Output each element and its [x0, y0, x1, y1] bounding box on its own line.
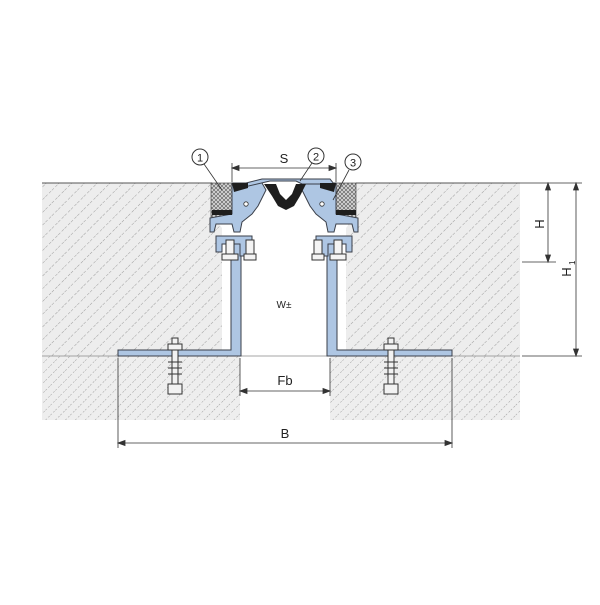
callout-3-number: 3: [350, 158, 356, 170]
dimension-h-label: H: [532, 219, 547, 228]
seal-strip-right: [336, 210, 356, 215]
dimension-s-label: S: [280, 151, 289, 166]
dimension-s: [230, 163, 338, 182]
rivet-left: [243, 201, 249, 207]
concrete-slab-left: [42, 183, 222, 356]
dimension-h: [520, 181, 556, 264]
frame-profile-left: [209, 182, 267, 233]
dimension-fb: [238, 358, 332, 396]
dimension-b: [116, 358, 454, 448]
seal-edge-right: [320, 183, 336, 192]
anchor-bolt-left: [167, 337, 183, 395]
gap-width-label: W±: [277, 300, 292, 311]
seal-strip-left: [212, 210, 232, 215]
callout-1-number: 1: [197, 153, 203, 165]
rubber-seal: [264, 184, 306, 210]
bracket-bolt-right: [311, 239, 347, 261]
callout-1: 1: [191, 148, 223, 191]
dimension-b-label: B: [281, 426, 290, 441]
bracket-bolt-left: [221, 239, 257, 261]
dimension-fb-label: Fb: [277, 373, 292, 388]
seal-edge-left: [232, 183, 248, 192]
callout-2-number: 2: [313, 152, 319, 164]
concrete-slab-right: [346, 183, 520, 356]
dimension-h1: [522, 181, 582, 358]
callout-3: 3: [332, 153, 362, 201]
frame-profile-right: [301, 182, 359, 233]
base-concrete-left: [42, 356, 240, 420]
dimension-h1-label: H: [559, 267, 574, 276]
rivet-right: [319, 201, 325, 207]
callout-2: 2: [299, 147, 325, 182]
base-concrete-right: [330, 356, 520, 420]
anchor-bolt-right: [383, 337, 399, 395]
dimension-h1-subscript: 1: [568, 260, 577, 265]
